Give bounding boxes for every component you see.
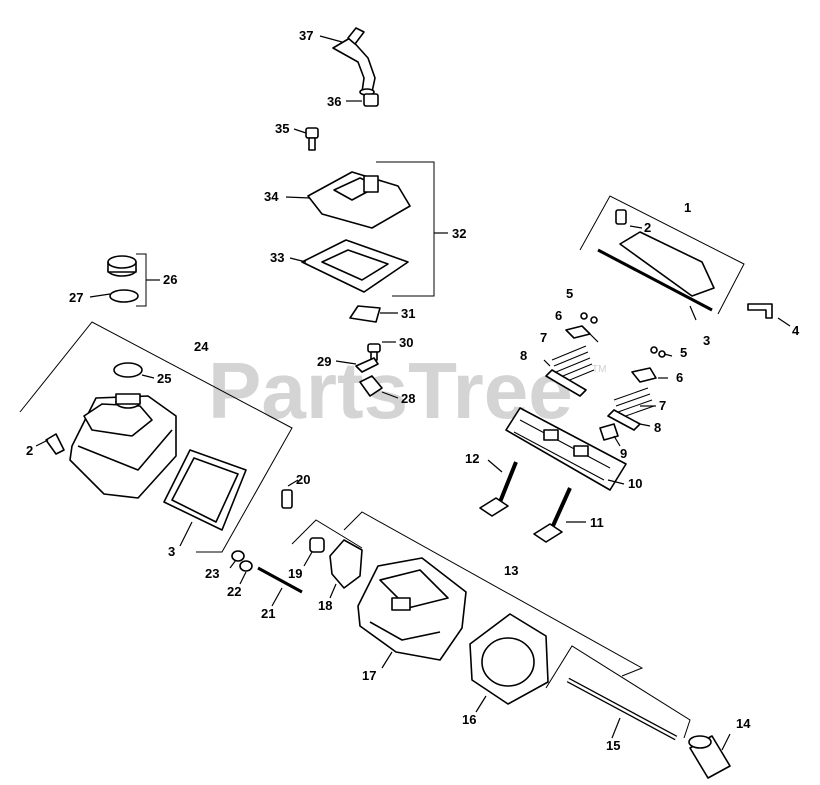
head-gasket-16[interactable]: [469, 613, 549, 705]
o-ring-27[interactable]: [109, 289, 139, 303]
stud-21[interactable]: [257, 566, 303, 594]
label-23[interactable]: 23: [205, 566, 219, 581]
push-rod-15[interactable]: [566, 677, 678, 741]
spring-7-left[interactable]: [551, 345, 595, 385]
label-2-right[interactable]: 2: [644, 220, 651, 235]
label-30[interactable]: 30: [399, 335, 413, 350]
label-24[interactable]: 24: [194, 339, 209, 354]
washer-22[interactable]: [239, 560, 253, 572]
label-7-right[interactable]: 7: [659, 398, 666, 413]
coil-cap-18[interactable]: [329, 539, 363, 589]
o-ring-25[interactable]: [113, 362, 143, 378]
label-34[interactable]: 34: [264, 189, 279, 204]
breather-reed[interactable]: [349, 305, 381, 323]
label-8-left[interactable]: 8: [520, 348, 527, 363]
label-4[interactable]: 4: [792, 323, 800, 338]
screw-2-left[interactable]: [45, 433, 65, 455]
label-18[interactable]: 18: [318, 598, 332, 613]
label-5-left[interactable]: 5: [566, 286, 573, 301]
label-21[interactable]: 21: [261, 606, 275, 621]
label-15[interactable]: 15: [606, 738, 620, 753]
cylinder-head-17[interactable]: [357, 557, 467, 661]
label-6-left[interactable]: 6: [555, 308, 562, 323]
valve-cover-upper[interactable]: [307, 171, 411, 229]
label-2-left[interactable]: 2: [26, 443, 33, 458]
label-31[interactable]: 31: [401, 306, 415, 321]
breather-tube[interactable]: [332, 27, 376, 96]
label-27[interactable]: 27: [69, 290, 83, 305]
bracket-4[interactable]: [747, 303, 773, 319]
label-20[interactable]: 20: [296, 472, 310, 487]
label-29[interactable]: 29: [317, 354, 331, 369]
boot-19[interactable]: [309, 537, 325, 553]
label-17[interactable]: 17: [362, 668, 376, 683]
label-22[interactable]: 22: [227, 584, 241, 599]
label-25[interactable]: 25: [157, 371, 171, 386]
spring-7-right[interactable]: [613, 387, 655, 419]
gasket-28[interactable]: [359, 375, 383, 397]
rotator-9[interactable]: [599, 423, 619, 441]
label-11[interactable]: 11: [590, 515, 604, 530]
breather-plug[interactable]: [363, 93, 379, 107]
label-5-right[interactable]: 5: [680, 345, 687, 360]
leader-lines: [35, 35, 791, 751]
label-26[interactable]: 26: [163, 272, 177, 287]
oil-fill-cap[interactable]: [107, 255, 137, 277]
cover-screw[interactable]: [305, 127, 319, 151]
label-8-right[interactable]: 8: [654, 420, 661, 435]
label-12[interactable]: 12: [465, 451, 479, 466]
intake-valve-11[interactable]: [533, 487, 572, 543]
rocker-shaft-1[interactable]: [597, 231, 715, 312]
screw-30[interactable]: [367, 343, 381, 361]
retainer-6-left[interactable]: [565, 325, 591, 339]
valve-cover-gasket[interactable]: [301, 239, 409, 293]
exhaust-valve-12[interactable]: [479, 461, 518, 517]
label-36[interactable]: 36: [327, 94, 341, 109]
label-33[interactable]: 33: [270, 250, 284, 265]
gasket-3-left[interactable]: [163, 449, 247, 531]
label-13[interactable]: 13: [504, 563, 518, 578]
retainer-6-right[interactable]: [631, 367, 657, 383]
rocker-arm-10[interactable]: [505, 407, 627, 491]
keeper-5-left[interactable]: [580, 312, 598, 324]
label-19[interactable]: 19: [288, 566, 302, 581]
label-3-right[interactable]: 3: [703, 333, 710, 348]
label-1[interactable]: 1: [684, 200, 691, 215]
nut-23[interactable]: [231, 550, 245, 562]
label-6-right[interactable]: 6: [676, 370, 683, 385]
rocker-cover[interactable]: [69, 393, 177, 499]
screw-2-right[interactable]: [615, 209, 627, 225]
callout-labels: 37 36 35 34 33 32 31 30 29 28 26 27 24 2…: [26, 28, 800, 753]
label-7-left[interactable]: 7: [540, 330, 547, 345]
label-28[interactable]: 28: [401, 391, 415, 406]
label-32[interactable]: 32: [452, 226, 466, 241]
seal-8-left[interactable]: [545, 369, 587, 397]
label-35[interactable]: 35: [275, 121, 289, 136]
label-16[interactable]: 16: [462, 712, 476, 727]
label-37[interactable]: 37: [299, 28, 313, 43]
watermark-tm: TM: [592, 364, 606, 375]
bracket-29[interactable]: [355, 357, 379, 373]
spark-plug-20[interactable]: [281, 489, 293, 509]
keeper-5-right[interactable]: [650, 346, 666, 358]
label-9[interactable]: 9: [620, 446, 627, 461]
label-14[interactable]: 14: [736, 716, 751, 731]
lifter-14[interactable]: [688, 735, 731, 779]
label-10[interactable]: 10: [628, 476, 642, 491]
label-3-left[interactable]: 3: [168, 544, 175, 559]
